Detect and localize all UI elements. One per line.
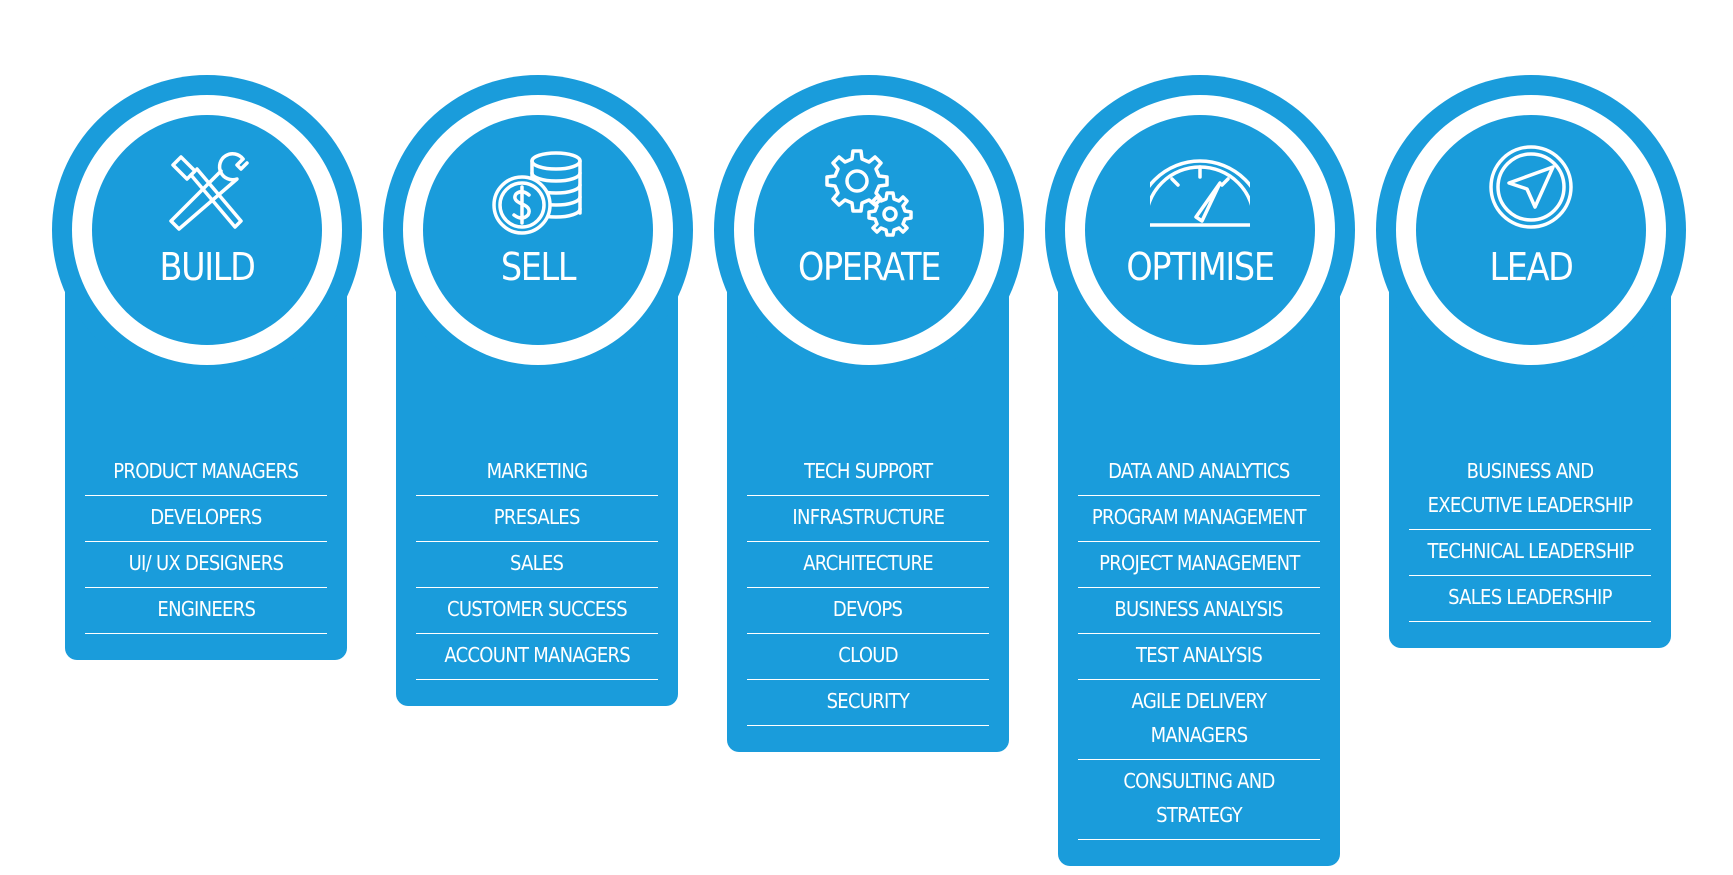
role-list: MARKETING PRESALES SALES CUSTOMER SUCCES… (416, 450, 658, 680)
role-item: PROGRAM MANAGEMENT (1078, 496, 1320, 542)
role-item: PRODUCT MANAGERS (85, 450, 327, 496)
role-item: AGILE DELIVERY MANAGERS (1078, 680, 1320, 760)
wrench-screwdriver-icon (157, 143, 257, 243)
role-item: PROJECT MANAGEMENT (1078, 542, 1320, 588)
role-item: SECURITY (747, 680, 989, 726)
role-item: SALES LEADERSHIP (1409, 576, 1651, 622)
category-badge: LEAD (1376, 75, 1686, 385)
category-title: BUILD (159, 245, 255, 289)
role-item: CONSULTING AND STRATEGY (1078, 760, 1320, 840)
role-item: ACCOUNT MANAGERS (416, 634, 658, 680)
category-title: SELL (500, 245, 577, 289)
role-list: BUSINESS AND EXECUTIVE LEADERSHIP TECHNI… (1409, 450, 1651, 622)
role-item: BUSINESS AND EXECUTIVE LEADERSHIP (1409, 450, 1651, 530)
speedometer-icon (1150, 143, 1250, 243)
gears-icon (819, 143, 919, 243)
role-item: PRESALES (416, 496, 658, 542)
role-item: UI/ UX DESIGNERS (85, 542, 327, 588)
role-list: PRODUCT MANAGERS DEVELOPERS UI/ UX DESIG… (85, 450, 327, 634)
role-item: ENGINEERS (85, 588, 327, 634)
category-badge: BUILD (52, 75, 362, 385)
role-item: CLOUD (747, 634, 989, 680)
category-badge: SELL (383, 75, 693, 385)
role-list: DATA AND ANALYTICS PROGRAM MANAGEMENT PR… (1078, 450, 1320, 840)
role-item: BUSINESS ANALYSIS (1078, 588, 1320, 634)
coins-dollar-icon (488, 143, 588, 243)
role-item: DEVOPS (747, 588, 989, 634)
role-item: DEVELOPERS (85, 496, 327, 542)
navigation-arrow-icon (1481, 143, 1581, 243)
category-title: LEAD (1489, 245, 1573, 289)
role-item: TECHNICAL LEADERSHIP (1409, 530, 1651, 576)
role-item: TEST ANALYSIS (1078, 634, 1320, 680)
role-item: TECH SUPPORT (747, 450, 989, 496)
category-title: OPTIMISE (1126, 245, 1275, 289)
role-item: ARCHITECTURE (747, 542, 989, 588)
role-item: MARKETING (416, 450, 658, 496)
role-item: CUSTOMER SUCCESS (416, 588, 658, 634)
role-item: DATA AND ANALYTICS (1078, 450, 1320, 496)
role-item: INFRASTRUCTURE (747, 496, 989, 542)
category-badge: OPTIMISE (1045, 75, 1355, 385)
role-item: SALES (416, 542, 658, 588)
category-badge: OPERATE (714, 75, 1024, 385)
category-title: OPERATE (797, 245, 941, 289)
role-list: TECH SUPPORT INFRASTRUCTURE ARCHITECTURE… (747, 450, 989, 726)
